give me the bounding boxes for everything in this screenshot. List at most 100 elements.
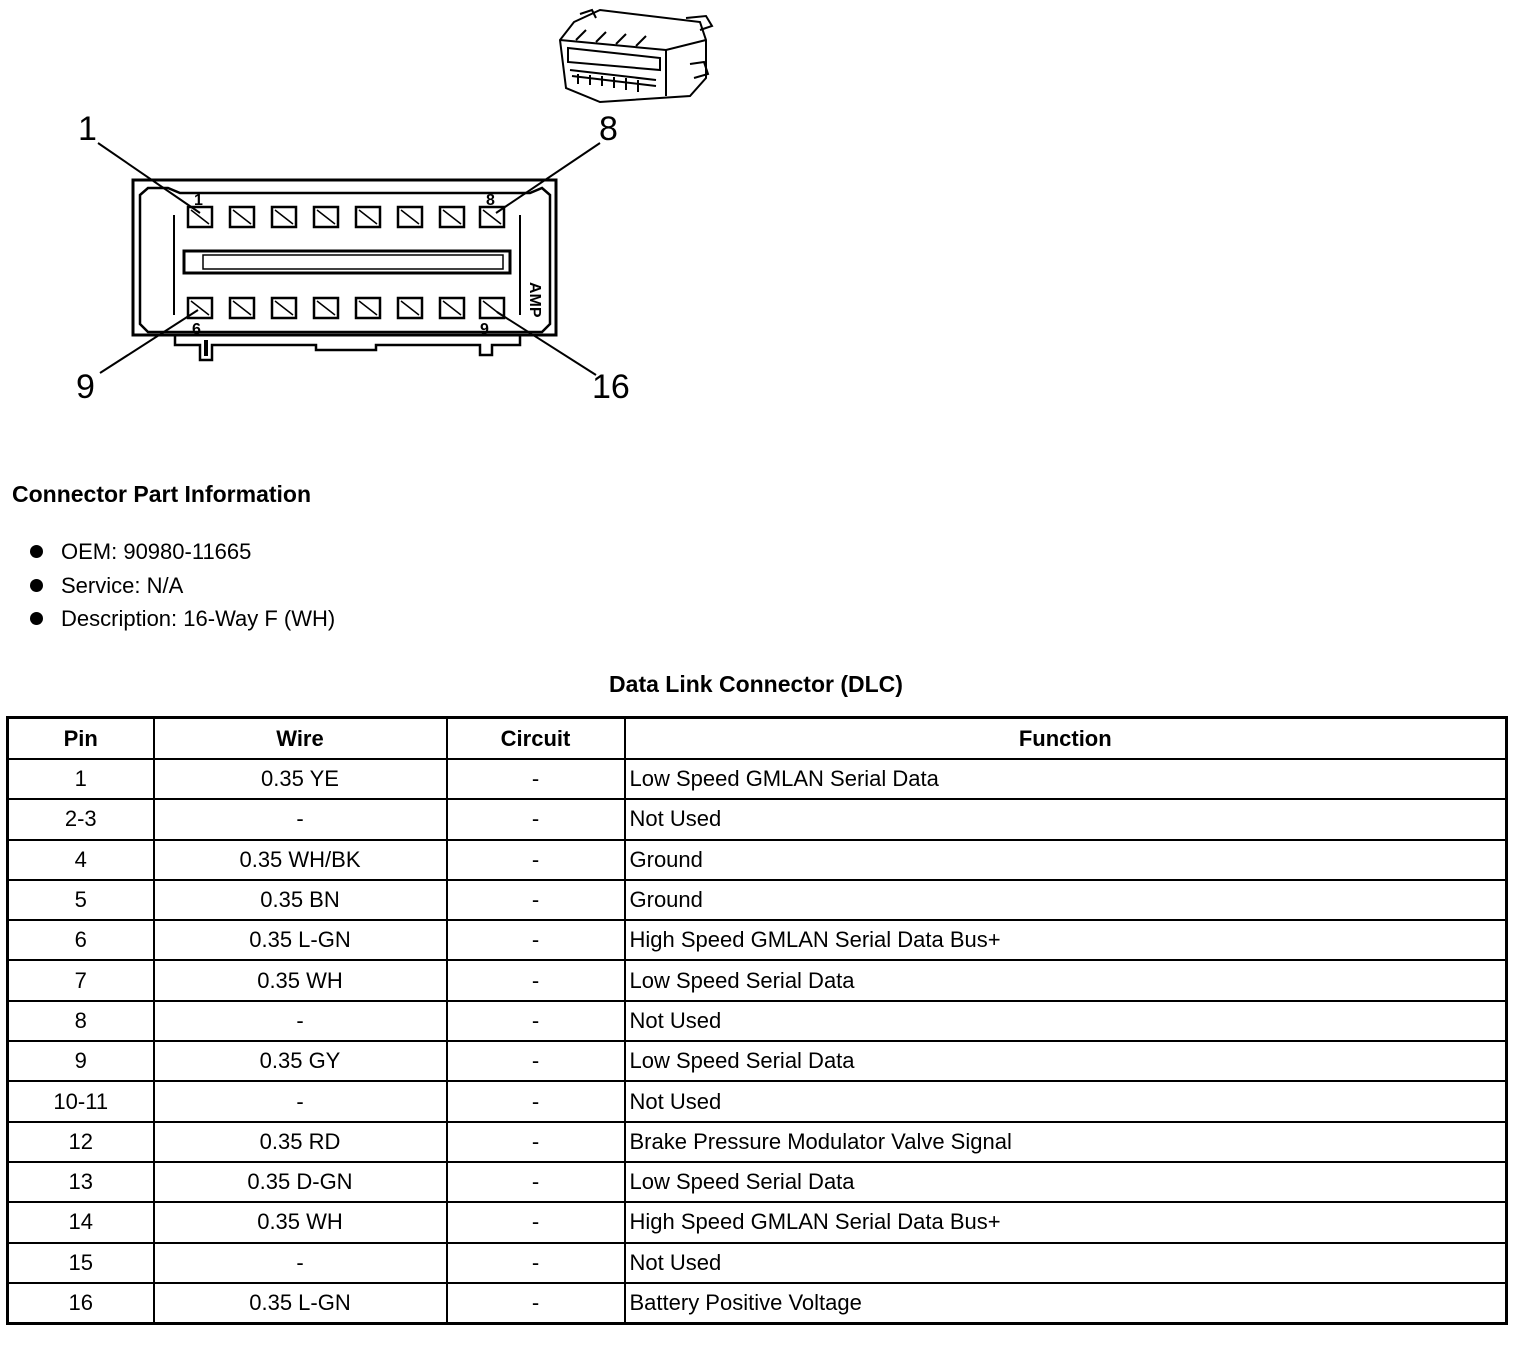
- pin-cell: 4: [6, 838, 155, 881]
- function-cell: Low Speed GMLAN Serial Data: [623, 757, 1508, 801]
- table-header-row: Pin Wire Circuit Function: [6, 716, 1508, 760]
- circuit-cell: -: [445, 1080, 626, 1123]
- inner-mark-top-left: 1: [194, 192, 203, 209]
- table-row: 10-11--Not Used: [6, 1080, 1508, 1123]
- circuit-cell: -: [445, 1281, 626, 1325]
- inner-mark-top-right: 8: [486, 192, 495, 209]
- pin-cell: 6: [6, 919, 155, 962]
- function-cell: Not Used: [623, 999, 1508, 1043]
- callout-pin-9: 9: [76, 368, 95, 406]
- circuit-cell: -: [445, 1160, 626, 1204]
- wire-cell: -: [152, 999, 448, 1043]
- pin-cell: 2-3: [6, 798, 155, 841]
- table-row: 8--Not Used: [6, 999, 1508, 1043]
- function-cell: Low Speed Serial Data: [623, 959, 1508, 1002]
- callout-leaders: [97, 142, 601, 376]
- circuit-cell: -: [445, 959, 626, 1002]
- circuit-cell: -: [445, 878, 626, 922]
- pin-cell: 14: [6, 1201, 155, 1244]
- wire-cell: 0.35 RD: [152, 1120, 448, 1163]
- bullet-icon: [30, 545, 43, 558]
- wire-cell: 0.35 D-GN: [152, 1160, 448, 1204]
- wire-cell: 0.35 GY: [152, 1040, 448, 1083]
- connector-diagram: 1 8 6 9 AMP 1 8 9 16: [76, 8, 714, 406]
- function-cell: Battery Positive Voltage: [623, 1281, 1508, 1325]
- inner-mark-bottom-right: 9: [480, 321, 489, 338]
- wire-cell: -: [152, 1080, 448, 1123]
- pin-cell: 10-11: [6, 1080, 155, 1123]
- connector-face: [131, 178, 558, 362]
- part-info-text: Description: 16-Way F (WH): [61, 606, 336, 631]
- pin-cell: 8: [6, 999, 155, 1043]
- function-cell: High Speed GMLAN Serial Data Bus+: [623, 919, 1508, 962]
- bullet-icon: [30, 578, 43, 592]
- circuit-cell: -: [445, 999, 626, 1043]
- part-info-item-description: Description: 16-Way F (WH): [30, 602, 335, 636]
- bullet-icon: [30, 612, 43, 625]
- wire-cell: 0.35 WH/BK: [152, 838, 448, 881]
- callout-pin-16: 16: [592, 368, 630, 406]
- circuit-cell: -: [445, 919, 626, 962]
- wire-cell: 0.35 L-GN: [152, 919, 448, 962]
- function-cell: Not Used: [623, 1080, 1508, 1123]
- pin-cell: 15: [6, 1241, 155, 1284]
- connector-thumbnail: [558, 8, 714, 104]
- callout-pin-1: 1: [78, 110, 97, 148]
- circuit-cell: -: [445, 757, 626, 801]
- wire-cell: -: [152, 1241, 448, 1284]
- pin-cell: 16: [6, 1281, 155, 1325]
- header-circuit: Circuit: [445, 716, 626, 760]
- pin-cell: 12: [6, 1120, 155, 1163]
- circuit-cell: -: [445, 1201, 626, 1244]
- callout-pin-8: 8: [599, 110, 618, 148]
- wire-cell: 0.35 WH: [152, 1201, 448, 1244]
- pin-cell: 1: [6, 757, 155, 801]
- header-pin: Pin: [6, 716, 155, 760]
- part-info-item-oem: OEM: 90980-11665: [30, 535, 335, 569]
- wire-cell: 0.35 WH: [152, 959, 448, 1002]
- part-info-heading: Connector Part Information: [12, 481, 312, 507]
- part-info-text: Service: N/A: [61, 572, 184, 598]
- function-cell: Low Speed Serial Data: [623, 1160, 1508, 1204]
- wire-cell: -: [152, 798, 448, 841]
- function-cell: Not Used: [623, 1241, 1508, 1284]
- amp-marking: AMP: [526, 282, 543, 318]
- circuit-cell: -: [445, 798, 626, 841]
- wire-cell: 0.35 YE: [152, 757, 448, 801]
- part-info-item-service: Service: N/A: [30, 569, 335, 603]
- circuit-cell: -: [445, 838, 626, 881]
- function-cell: Not Used: [623, 798, 1508, 841]
- pin-cell: 13: [6, 1160, 155, 1204]
- part-info-text: OEM: 90980-11665: [61, 539, 252, 564]
- function-cell: Brake Pressure Modulator Valve Signal: [623, 1120, 1508, 1163]
- part-info-list: OEM: 90980-11665 Service: N/A Descriptio…: [30, 535, 335, 636]
- function-cell: Low Speed Serial Data: [623, 1040, 1508, 1083]
- header-wire: Wire: [152, 716, 448, 760]
- wire-cell: 0.35 L-GN: [152, 1281, 448, 1325]
- table-title: Data Link Connector (DLC): [609, 671, 903, 697]
- pin-cell: 7: [6, 959, 155, 1002]
- pin-cell: 5: [6, 878, 155, 922]
- table-row: 15--Not Used: [6, 1241, 1508, 1284]
- table-row: 2-3--Not Used: [6, 798, 1508, 841]
- pin-cell: 9: [6, 1040, 155, 1083]
- wire-cell: 0.35 BN: [152, 878, 448, 922]
- function-cell: Ground: [623, 838, 1508, 881]
- circuit-cell: -: [445, 1241, 626, 1284]
- circuit-cell: -: [445, 1040, 626, 1083]
- circuit-cell: -: [445, 1120, 626, 1163]
- header-function: Function: [623, 716, 1508, 760]
- terminal-row-bottom: [186, 296, 506, 320]
- terminal-row-top: [186, 205, 506, 229]
